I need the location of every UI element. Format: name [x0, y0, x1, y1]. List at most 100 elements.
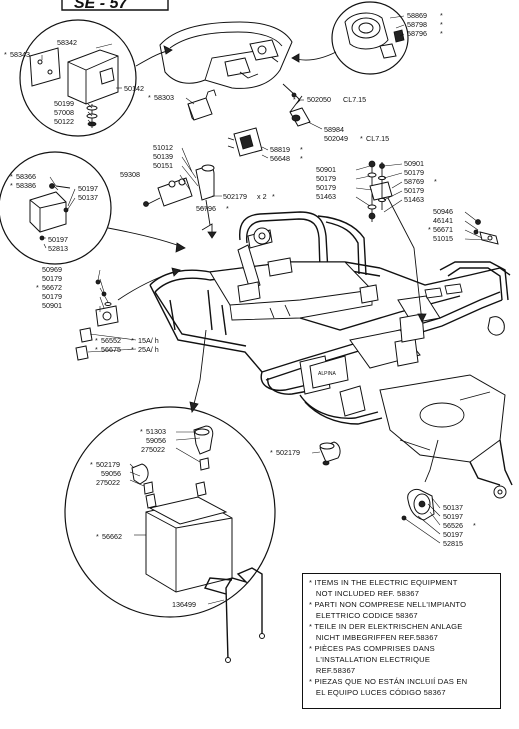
label-50179-c: 50179 [404, 168, 424, 177]
label-star: * [10, 181, 13, 190]
note-line: EL EQUIPO LUCES CÓDIGO 58367 [309, 688, 446, 697]
label-502049: 502049 [324, 134, 348, 143]
label-star: * [300, 154, 303, 163]
label-58769: 58769 [404, 177, 424, 186]
note-line: * PIÈCES PAS COMPRISES DANS [309, 644, 435, 653]
note-line: L'INSTALLATION ELECTRIQUE [309, 655, 431, 664]
label-50139: 50139 [153, 152, 173, 161]
label-58819: 58819 [270, 145, 290, 154]
note-line: * PARTI NON COMPRESE NELL'IMPIANTO [309, 600, 467, 609]
label-58984: 58984 [324, 125, 344, 134]
label-275022-b: 275022 [96, 478, 120, 487]
chassis-frame: ALPINA [149, 211, 513, 499]
label-star: * [10, 172, 13, 181]
label-50901-c: 50901 [42, 301, 62, 310]
leader-lines [41, 15, 489, 605]
label-star: * [440, 20, 443, 29]
label-59056-a: 59056 [146, 436, 166, 445]
note-line: REF.58367 [309, 666, 356, 675]
label-50197-c: 50197 [443, 512, 463, 521]
label-50946: 50946 [433, 207, 453, 216]
label-51463-b: 51463 [404, 195, 424, 204]
label-star: * [36, 283, 39, 292]
headlight-detail-circle [19, 19, 173, 137]
label-51012: 51012 [153, 143, 173, 152]
label-502179-c: 502179 [276, 448, 300, 457]
label-58796: 58796 [407, 29, 427, 38]
label-50179-b: 50179 [316, 183, 336, 192]
label-50901-b: 50901 [404, 159, 424, 168]
label-50122: 50122 [54, 117, 74, 126]
part-labels: 58342 * 58343 50142 50199 57008 50122 58… [4, 11, 476, 609]
label-58386: 58386 [16, 181, 36, 190]
label-58303: 58303 [154, 93, 174, 102]
label-50179-d: 50179 [404, 186, 424, 195]
label-star: * [131, 336, 134, 345]
dashboard-assembly [159, 21, 293, 89]
bracket-46141 [473, 219, 499, 245]
label-50199: 50199 [54, 99, 74, 108]
label-star: * [226, 204, 229, 213]
label-52815: 52815 [443, 539, 463, 548]
label-25ah: 25A/ h [138, 345, 159, 354]
screw-stack-58769 [367, 160, 427, 323]
label-50197-b: 50197 [48, 235, 68, 244]
connector-box-circle [0, 151, 186, 265]
label-136499: 136499 [172, 600, 196, 609]
label-x2: x 2 [257, 192, 267, 201]
note-line: NOT INCLUDED REF. 58367 [309, 589, 420, 598]
label-50179-e: 50179 [42, 274, 62, 283]
label-59308: 59308 [120, 170, 140, 179]
label-50137-b: 50137 [443, 503, 463, 512]
label-star: * [473, 521, 476, 530]
label-star: * [148, 93, 151, 102]
label-star: * [428, 225, 431, 234]
label-58343: 58343 [10, 50, 30, 59]
fuse-group [75, 267, 181, 361]
label-58869: 58869 [407, 11, 427, 20]
label-56796: 56796 [196, 204, 216, 213]
label-15ah: 15A/ h [138, 336, 159, 345]
label-star: * [95, 345, 98, 354]
label-56552: 56552 [101, 336, 121, 345]
label-50137-a: 50137 [78, 193, 98, 202]
note-line: * ITEMS IN THE ELECTRIC EQUIPMENT [309, 578, 458, 587]
label-star: * [90, 460, 93, 469]
part-58819 [227, 127, 263, 157]
label-56662: 56662 [102, 532, 122, 541]
page-code-box: SE - 57 [61, 0, 169, 12]
label-58342: 58342 [57, 38, 77, 47]
label-51303: 51303 [146, 427, 166, 436]
ignition-switch-circle [291, 1, 409, 75]
part-502179-rear [319, 441, 341, 466]
label-50151: 50151 [153, 161, 173, 170]
notes-box: * ITEMS IN THE ELECTRIC EQUIPMENT NOT IN… [302, 573, 501, 709]
part-58984 [282, 83, 311, 127]
label-502050: 502050 [307, 95, 331, 104]
label-58798: 58798 [407, 20, 427, 29]
label-56672: 56672 [42, 283, 62, 292]
label-cl715-b: CL7.15 [366, 134, 389, 143]
note-line: NICHT IMBEGRIFFEN REF.58367 [309, 633, 439, 642]
page-code: SE - 57 [74, 0, 128, 12]
label-star: * [300, 145, 303, 154]
label-57008: 57008 [54, 108, 74, 117]
note-line: * TEILE IN DER ELEKTRISCHEN ANLAGE [309, 622, 463, 631]
label-star: * [270, 448, 273, 457]
label-51463-a: 51463 [316, 192, 336, 201]
label-275022-a: 275022 [141, 445, 165, 454]
label-56648: 56648 [270, 154, 290, 163]
label-50179-a: 50179 [316, 174, 336, 183]
label-52813: 52813 [48, 244, 68, 253]
label-star: * [434, 177, 437, 186]
label-50969: 50969 [42, 265, 62, 274]
label-502179-x2: 502179 [223, 192, 247, 201]
label-502179-b: 502179 [96, 460, 120, 469]
label-star: * [440, 11, 443, 20]
label-star: * [360, 134, 363, 143]
label-51015: 51015 [433, 234, 453, 243]
label-star: * [96, 532, 99, 541]
label-cl715-a: CL7.15 [343, 95, 366, 104]
label-50901-a: 50901 [316, 165, 336, 174]
